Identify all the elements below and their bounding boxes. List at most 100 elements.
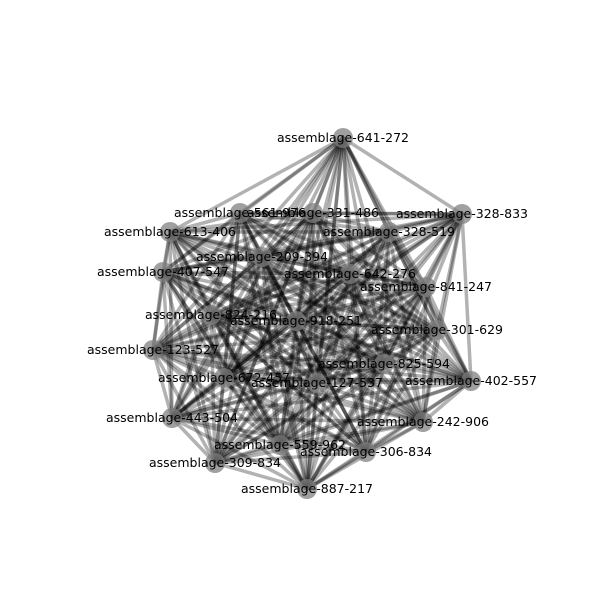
edge bbox=[168, 211, 242, 234]
edge bbox=[170, 362, 386, 420]
edge bbox=[238, 211, 298, 323]
edge bbox=[168, 136, 345, 234]
edge bbox=[161, 270, 425, 424]
edge bbox=[222, 362, 386, 380]
edge bbox=[168, 230, 368, 454]
edge bbox=[278, 381, 319, 447]
edge bbox=[311, 211, 319, 385]
edge bbox=[222, 272, 352, 380]
edge bbox=[260, 255, 425, 424]
edge bbox=[238, 211, 309, 491]
edge bbox=[151, 348, 386, 366]
graph-node bbox=[205, 453, 225, 473]
edge bbox=[151, 270, 165, 352]
edge bbox=[209, 313, 226, 380]
edge bbox=[161, 270, 319, 385]
edge bbox=[161, 211, 315, 274]
edge bbox=[151, 272, 352, 352]
node-label: assemblage-331-486 bbox=[247, 205, 379, 220]
edge bbox=[238, 211, 473, 383]
edge bbox=[278, 272, 352, 447]
edge bbox=[311, 136, 345, 215]
edge bbox=[213, 461, 309, 491]
edge bbox=[341, 136, 425, 424]
graph-node bbox=[307, 373, 327, 393]
edge bbox=[161, 255, 264, 274]
edge bbox=[161, 270, 217, 465]
edge bbox=[168, 230, 319, 385]
node-label: assemblage-123-527 bbox=[87, 342, 219, 357]
edge bbox=[305, 212, 464, 491]
edge bbox=[305, 328, 439, 491]
edge bbox=[151, 319, 298, 352]
edge bbox=[294, 319, 309, 491]
node-label: assemblage-641-272 bbox=[277, 130, 409, 145]
edge bbox=[238, 211, 428, 289]
edge bbox=[151, 313, 213, 352]
node-label: assemblage-328-833 bbox=[396, 206, 528, 221]
edge bbox=[294, 319, 386, 366]
node-label: assemblage-402-557 bbox=[405, 373, 537, 388]
edge bbox=[222, 230, 391, 380]
graph-node bbox=[286, 311, 306, 331]
edge bbox=[161, 270, 352, 276]
edge bbox=[311, 211, 386, 366]
graph-node bbox=[201, 305, 221, 325]
edge bbox=[209, 136, 345, 317]
edge bbox=[238, 211, 386, 366]
edge bbox=[170, 255, 264, 420]
edge bbox=[260, 212, 464, 259]
edge bbox=[222, 319, 298, 380]
edge bbox=[161, 136, 345, 274]
edge bbox=[161, 270, 298, 323]
edge bbox=[222, 376, 473, 383]
edge bbox=[213, 376, 226, 465]
edge bbox=[364, 420, 425, 454]
edge bbox=[209, 313, 368, 454]
edge bbox=[238, 211, 439, 332]
edge bbox=[305, 230, 391, 491]
edge bbox=[348, 272, 428, 289]
edge bbox=[382, 362, 425, 424]
edge bbox=[151, 348, 309, 491]
edge bbox=[161, 270, 226, 380]
edge bbox=[278, 379, 473, 447]
graph-node bbox=[143, 340, 163, 360]
edge bbox=[260, 255, 352, 276]
node-label: assemblage-443-504 bbox=[106, 410, 238, 425]
edge bbox=[151, 255, 264, 352]
graph-node bbox=[230, 203, 250, 223]
edge bbox=[315, 285, 428, 385]
edge bbox=[222, 136, 345, 380]
edge bbox=[348, 272, 439, 332]
edge bbox=[387, 212, 464, 234]
edge bbox=[305, 450, 368, 491]
edge bbox=[161, 270, 439, 332]
edge bbox=[170, 376, 226, 420]
edge bbox=[238, 136, 345, 215]
edge bbox=[213, 450, 368, 465]
edge bbox=[213, 230, 391, 465]
edge bbox=[387, 230, 473, 383]
edge bbox=[170, 136, 345, 420]
edge bbox=[151, 211, 315, 352]
edge bbox=[151, 211, 242, 352]
graph-node bbox=[461, 371, 481, 391]
edge bbox=[170, 381, 319, 420]
edge bbox=[348, 272, 473, 383]
edge bbox=[213, 420, 425, 465]
edge bbox=[315, 230, 391, 385]
edge bbox=[222, 376, 425, 424]
edge bbox=[460, 212, 473, 383]
edge bbox=[348, 212, 464, 276]
edge bbox=[260, 255, 439, 332]
edge bbox=[387, 230, 428, 289]
edge bbox=[424, 212, 464, 289]
edge bbox=[421, 328, 439, 424]
edge bbox=[294, 212, 464, 323]
label-layer: assemblage-641-272assemblage-561-976asse… bbox=[87, 130, 537, 496]
edge bbox=[305, 285, 428, 491]
edge bbox=[222, 211, 242, 380]
edge bbox=[209, 230, 391, 317]
edge bbox=[311, 211, 391, 234]
